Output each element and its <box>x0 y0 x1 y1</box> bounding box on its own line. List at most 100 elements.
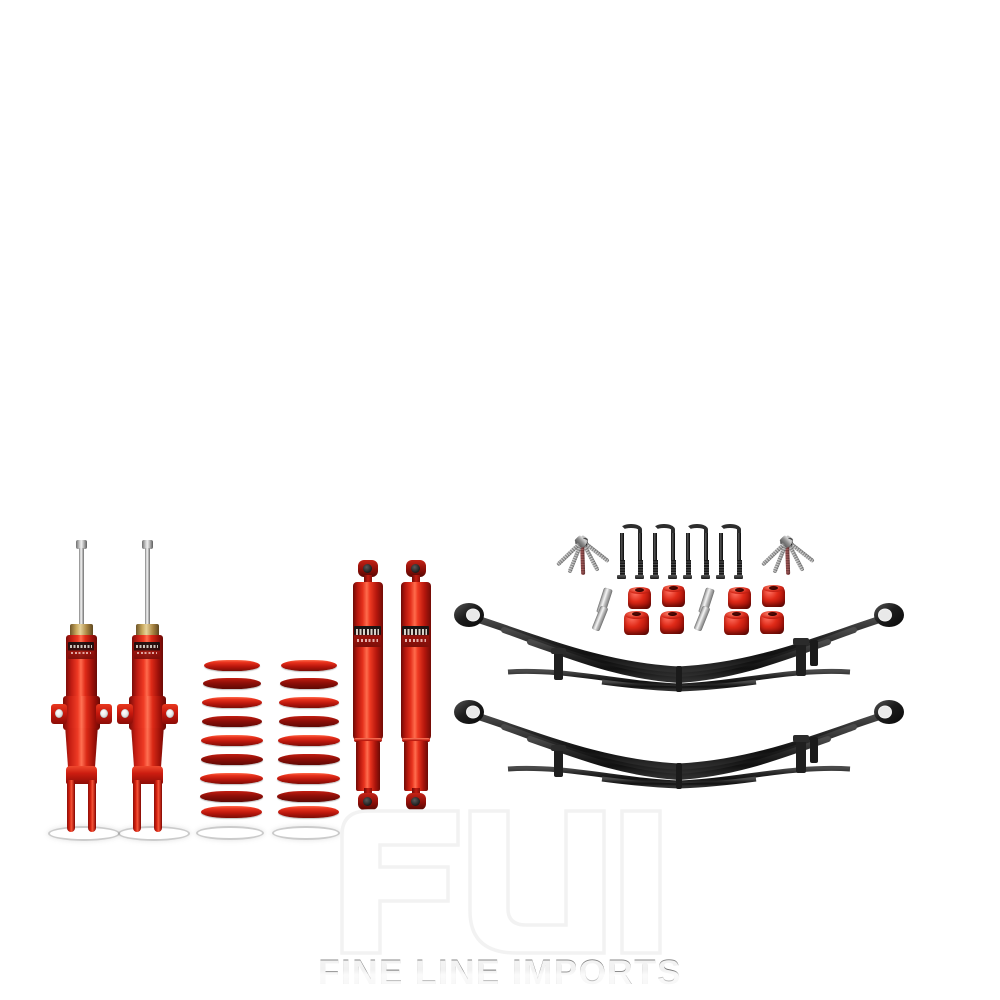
u-bolt-bend <box>686 524 708 535</box>
strut-lower-body <box>129 696 166 730</box>
shock-lower-neck <box>412 788 420 796</box>
coil-turn <box>201 754 263 765</box>
watermark-brand-text: FINE LINE IMPORTS <box>0 953 1000 993</box>
poly-bushing-hole <box>669 586 678 590</box>
poly-bushing <box>728 589 751 609</box>
u-bolt-leg <box>704 533 708 561</box>
coil-turn <box>200 791 263 802</box>
shock-body <box>353 582 383 740</box>
poly-bushing-hole <box>735 588 744 592</box>
bushing-kit-right <box>693 585 793 638</box>
strut-brand-label <box>68 642 94 659</box>
u-bolt <box>650 524 677 579</box>
poly-bushing-hole <box>732 612 741 616</box>
coil-turn <box>280 678 338 689</box>
coil-turn <box>277 773 340 784</box>
u-bolt-foot <box>635 575 644 579</box>
u-bolt-thread <box>670 560 676 576</box>
strut-lower-body <box>63 696 100 730</box>
strut-bracket-hole-right <box>166 709 174 718</box>
shock-brand-label <box>354 626 381 647</box>
bolt-fan-left <box>548 534 610 578</box>
strut-gland-nut <box>70 624 93 637</box>
coil-turn <box>281 660 337 671</box>
shock-upper-neck <box>364 575 372 583</box>
strut-fork-head <box>66 766 97 784</box>
shock-lower-tube <box>404 741 428 791</box>
poly-bushing-hole <box>635 588 644 592</box>
coil-turn <box>202 716 262 727</box>
shock-upper-neck <box>412 575 420 583</box>
rear-shock-left <box>352 560 392 825</box>
strut-fork-prong-right <box>154 780 162 832</box>
u-bolt-foot <box>683 575 692 579</box>
coil-turn <box>202 697 262 708</box>
poly-bushing-hole <box>769 586 778 590</box>
fli-logo-icon <box>340 809 662 955</box>
shock-body <box>401 582 431 740</box>
poly-bushing <box>662 587 685 607</box>
u-bolt <box>617 524 644 579</box>
u-bolt-bend <box>653 524 675 535</box>
shock-brand-label <box>402 626 429 647</box>
leaf-spring-eye-left <box>454 603 484 627</box>
coil-turn <box>203 678 261 689</box>
u-bolt <box>683 524 710 579</box>
shock-upper-eye-hole <box>411 564 420 573</box>
coil-turn-end <box>278 806 339 818</box>
u-bolt-bend <box>620 524 642 535</box>
u-bolt-foot <box>734 575 743 579</box>
strut-piston-rod <box>145 548 150 626</box>
u-bolt-leg <box>686 533 690 561</box>
coil-spring-right <box>277 660 341 820</box>
shadow-coil-right <box>272 826 340 840</box>
strut-fork-prong-right <box>88 780 96 832</box>
shock-lower-neck <box>364 788 372 796</box>
bushing-kit-left <box>591 585 693 638</box>
strut-piston-rod <box>79 548 84 626</box>
strut-fork-prong-left <box>133 780 141 832</box>
shock-body-step <box>354 738 382 742</box>
leaf-spring-lower <box>454 700 904 789</box>
u-bolt-leg <box>671 533 675 561</box>
leaf-spring-eye-right <box>874 603 904 627</box>
coil-turn <box>279 716 339 727</box>
u-bolt-foot <box>668 575 677 579</box>
shock-lower-tube <box>356 741 380 791</box>
poly-bushing-hole <box>668 612 677 616</box>
strut-brand-label <box>134 642 160 659</box>
coil-spring-left <box>200 660 264 820</box>
coil-turn <box>200 773 263 784</box>
poly-bushing <box>762 587 785 607</box>
coil-turn <box>278 735 340 746</box>
u-bolt-thread <box>736 560 742 576</box>
u-bolt-foot <box>650 575 659 579</box>
poly-bushing <box>628 589 651 609</box>
u-bolt-thread <box>718 560 724 576</box>
shock-lower-eye-hole <box>363 797 372 806</box>
u-bolt-thread <box>619 560 625 576</box>
u-bolt-foot <box>701 575 710 579</box>
u-bolt-set <box>617 524 748 579</box>
u-bolt <box>716 524 743 579</box>
coil-turn <box>204 660 260 671</box>
bolt-fan-right <box>755 534 817 578</box>
coil-turn-end <box>201 806 262 818</box>
shock-body-step <box>402 738 430 742</box>
coil-turn <box>277 791 340 802</box>
strut-gland-nut <box>136 624 159 637</box>
strut-bracket-hole-right <box>100 709 108 718</box>
leaf-spring-eye-right <box>874 700 904 724</box>
u-bolt-bend <box>719 524 741 535</box>
shock-upper-eye-hole <box>363 564 372 573</box>
leaf-spring-upper <box>454 603 904 692</box>
front-strut-right <box>117 540 190 835</box>
u-bolt-thread <box>703 560 709 576</box>
poly-bushing-hole <box>768 612 777 616</box>
u-bolt-foot <box>716 575 725 579</box>
strut-fork-head <box>132 766 163 784</box>
rear-shock-right <box>400 560 440 825</box>
u-bolt-leg <box>737 533 741 561</box>
coil-turn <box>279 697 339 708</box>
